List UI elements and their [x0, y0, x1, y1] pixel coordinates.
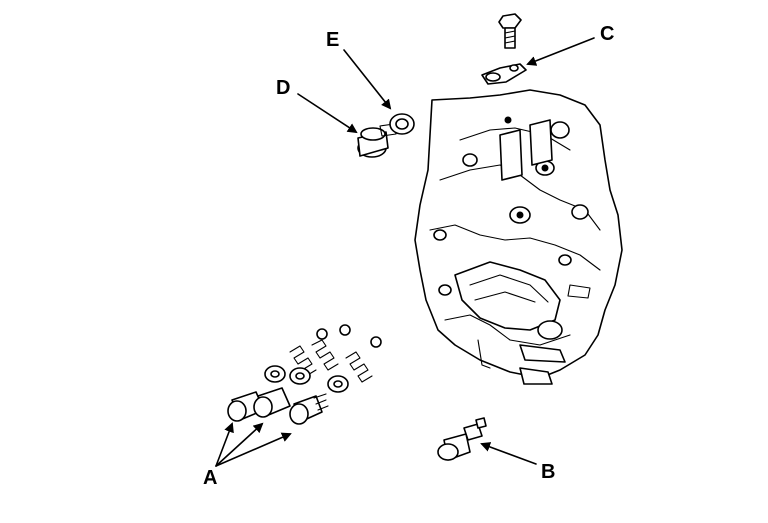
- leader-a2: [215, 422, 264, 467]
- washer-bracket-c: [481, 63, 527, 85]
- sensor-b: [437, 417, 487, 461]
- detent-springs: [264, 324, 382, 393]
- leader-b: [480, 442, 537, 465]
- transmission-housing: [414, 89, 623, 385]
- callout-e: E: [326, 29, 340, 51]
- plugs-a: [227, 387, 329, 425]
- callout-a: A: [203, 467, 218, 489]
- callout-d: D: [276, 77, 291, 99]
- washer-e: [389, 113, 415, 135]
- top-bolt: [498, 13, 522, 49]
- callout-c: C: [600, 23, 615, 45]
- leader-arrows: [215, 37, 595, 467]
- plug-d: [357, 123, 397, 158]
- leader-c: [526, 37, 595, 66]
- leader-d: [297, 93, 358, 134]
- leader-a3: [215, 432, 292, 467]
- callout-b: B: [541, 461, 556, 483]
- leader-e: [343, 49, 392, 110]
- leader-a1: [215, 422, 234, 467]
